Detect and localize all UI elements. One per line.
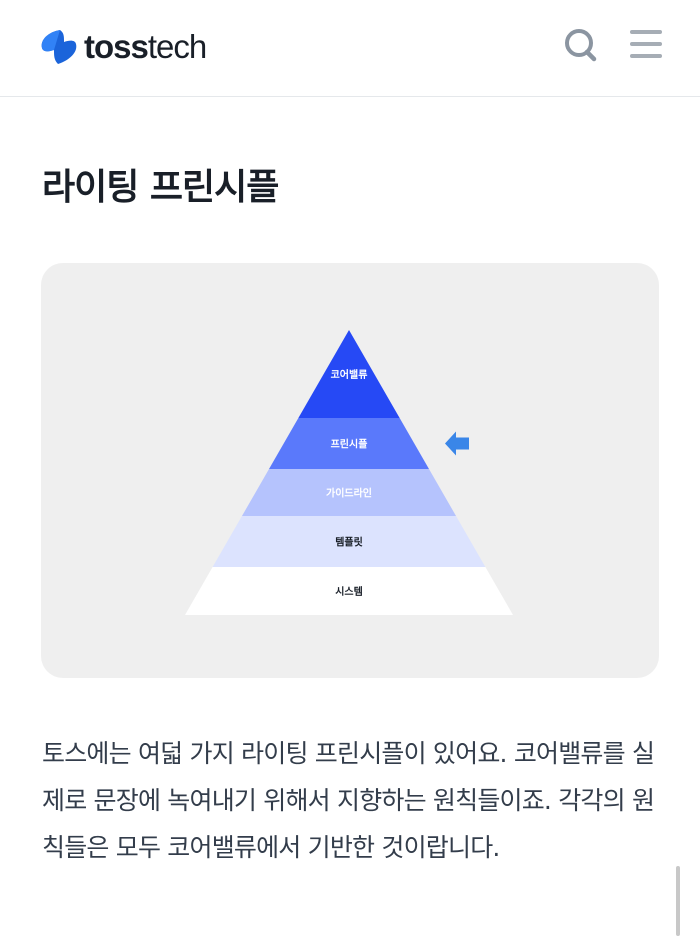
toss-logo-icon bbox=[41, 30, 77, 64]
hamburger-menu-icon bbox=[630, 30, 662, 58]
scrollbar[interactable] bbox=[676, 866, 680, 936]
search-button[interactable] bbox=[563, 26, 599, 70]
pyramid-layer-label: 프린시플 bbox=[331, 438, 368, 451]
logo-text: tosstech bbox=[84, 28, 207, 65]
pyramid-layer bbox=[241, 469, 457, 516]
pyramid-layer-label: 템플릿 bbox=[335, 537, 363, 549]
search-icon bbox=[565, 29, 597, 62]
header: tosstech bbox=[0, 0, 700, 97]
section-title: 라이팅 프린시플 bbox=[42, 167, 279, 208]
pyramid-layer-label: 시스템 bbox=[335, 586, 363, 598]
toss-tech-logo[interactable]: tosstech bbox=[40, 28, 207, 66]
pyramid-layer-label: 가이드라인 bbox=[326, 487, 372, 500]
pyramid-layer bbox=[298, 330, 400, 418]
pyramid-layer-label: 코어밸류 bbox=[331, 368, 368, 381]
body-paragraph: 토스에는 여덟 가지 라이팅 프린시플이 있어요. 코어밸류를 실제로 문장에 … bbox=[42, 739, 655, 862]
arrow-left-icon bbox=[445, 431, 469, 456]
pyramid-layer bbox=[269, 418, 429, 469]
pyramid-layer bbox=[185, 567, 513, 615]
pyramid-layer bbox=[212, 516, 486, 567]
menu-button[interactable] bbox=[628, 28, 664, 64]
